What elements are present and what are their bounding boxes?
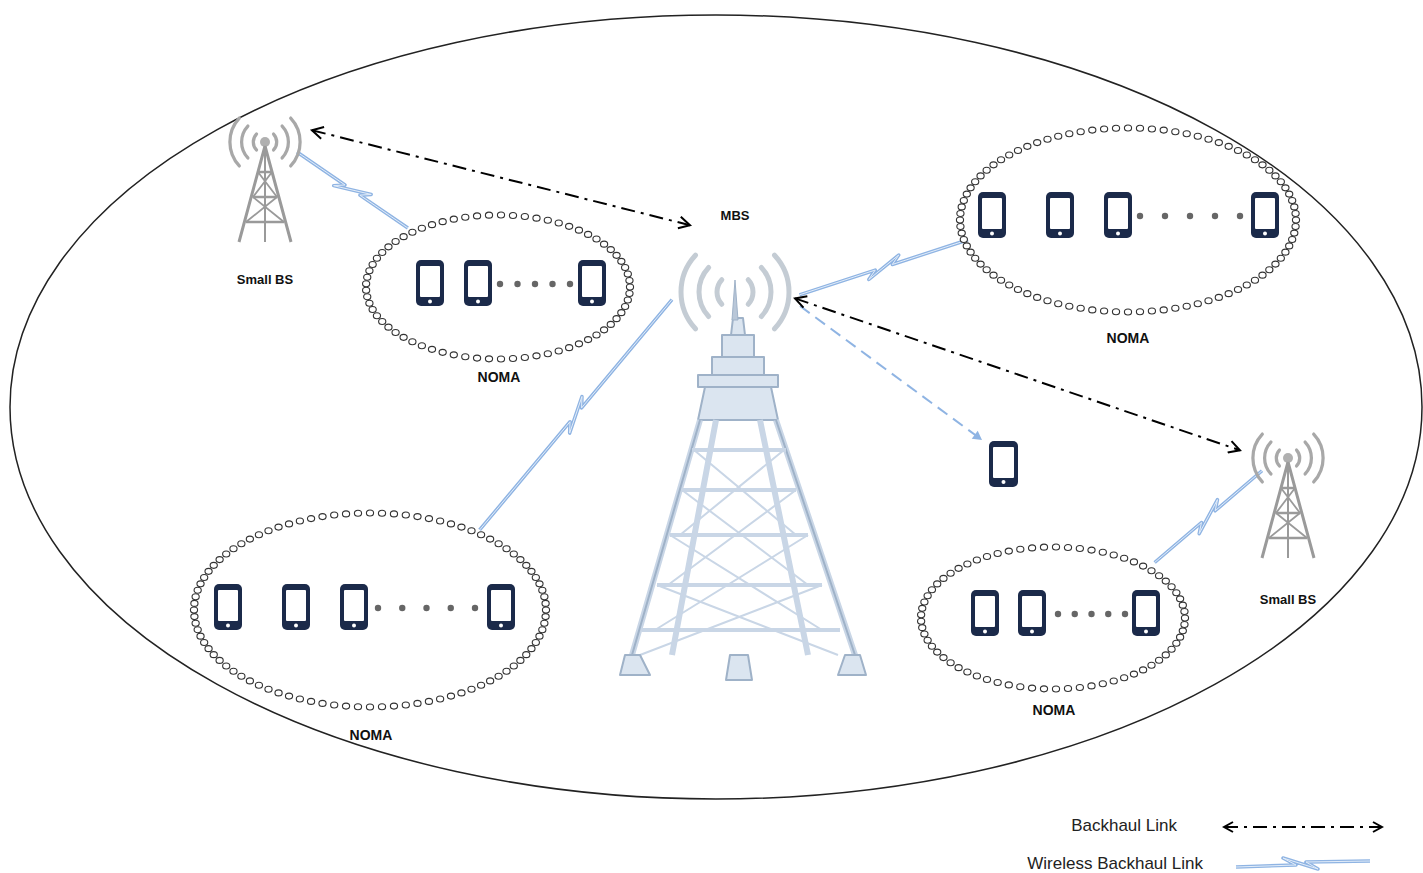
node-label: NOMA [363,369,635,385]
node-label: NOMA [918,702,1190,718]
wireless-backhaul-link [800,240,969,295]
noma-cluster: NOMA [363,213,635,388]
user-phone [978,192,1006,238]
radio-waves [681,255,789,329]
radio-waves [1253,434,1323,482]
node-label: MBS [660,208,810,224]
user-phone [578,260,606,306]
user-phone [416,260,444,306]
ellipsis-dot [448,605,454,611]
ellipsis-dot [1088,611,1094,617]
noma-outline [918,544,1189,692]
ellipsis-dot [1212,213,1218,219]
ellipsis-dot [1137,213,1143,219]
antenna-spire [732,280,738,320]
user-phone [1251,192,1279,238]
ellipsis-dot [549,281,555,287]
ellipsis-dot [532,281,538,287]
node-graphic [190,510,552,745]
radio-waves [230,118,300,166]
coverage-region [10,15,1422,799]
node-label: NOMA [956,330,1300,346]
small-bs-tower [239,137,291,242]
lone-user-phone [989,441,1018,487]
small-base-station: Small BS [205,112,320,294]
noma-cluster: NOMA [956,125,1300,350]
ellipsis-dot [375,605,381,611]
user-phone [1046,192,1074,238]
node-label: Small BS [1233,592,1343,608]
backhaul-link [795,298,1240,450]
ellipsis-dot [514,281,520,287]
ellipsis-dot [1072,611,1078,617]
wireless-backhaul-link [297,152,408,228]
user-phone [971,590,999,636]
macro-tower [620,318,866,680]
ellipsis-dot [1162,213,1168,219]
small-bs-tower [1262,453,1314,558]
user-phone [487,584,515,630]
wireless-backhaul-link [480,300,672,530]
ellipsis-dot [497,281,503,287]
macro-base-station: MBS [660,200,810,320]
node-graphic [956,125,1300,350]
node-label: NOMA [190,727,552,743]
node-graphic [1240,428,1350,614]
ellipsis-dot [399,605,405,611]
ellipsis-dot [1055,611,1061,617]
ellipsis-dot [1105,611,1111,617]
ellipsis-dot [1122,611,1128,617]
direct-link [800,306,982,440]
user-phone [1018,590,1046,636]
ellipsis-dot [567,281,573,287]
node-label: Small BS [208,272,323,288]
noma-outline [190,510,549,710]
user-phone [340,584,368,630]
small-base-station: Small BS [1240,428,1350,614]
user-phone [282,584,310,630]
user-phone [464,260,492,306]
ellipsis-dot [1187,213,1193,219]
user-phone [1104,192,1132,238]
noma-cluster: NOMA [190,510,552,745]
backhaul-link [312,130,690,225]
node-graphic [918,545,1190,720]
user-phone [214,584,242,630]
noma-cluster: NOMA [918,545,1190,720]
ellipsis-dot [1237,213,1243,219]
noma-outline [956,125,1299,315]
legend-label: Backhaul Link [1071,816,1177,836]
node-graphic [363,213,635,388]
node-graphic [205,112,320,294]
ellipsis-dot [423,605,429,611]
wireless-backhaul-link [1155,471,1262,563]
legend-sample-backhaul [1224,826,1382,828]
noma-outline [363,212,634,362]
user-phone [1132,590,1160,636]
legend-sample-wireless [1236,858,1370,869]
ellipsis-dot [472,605,478,611]
legend-label: Wireless Backhaul Link [1027,854,1203,873]
